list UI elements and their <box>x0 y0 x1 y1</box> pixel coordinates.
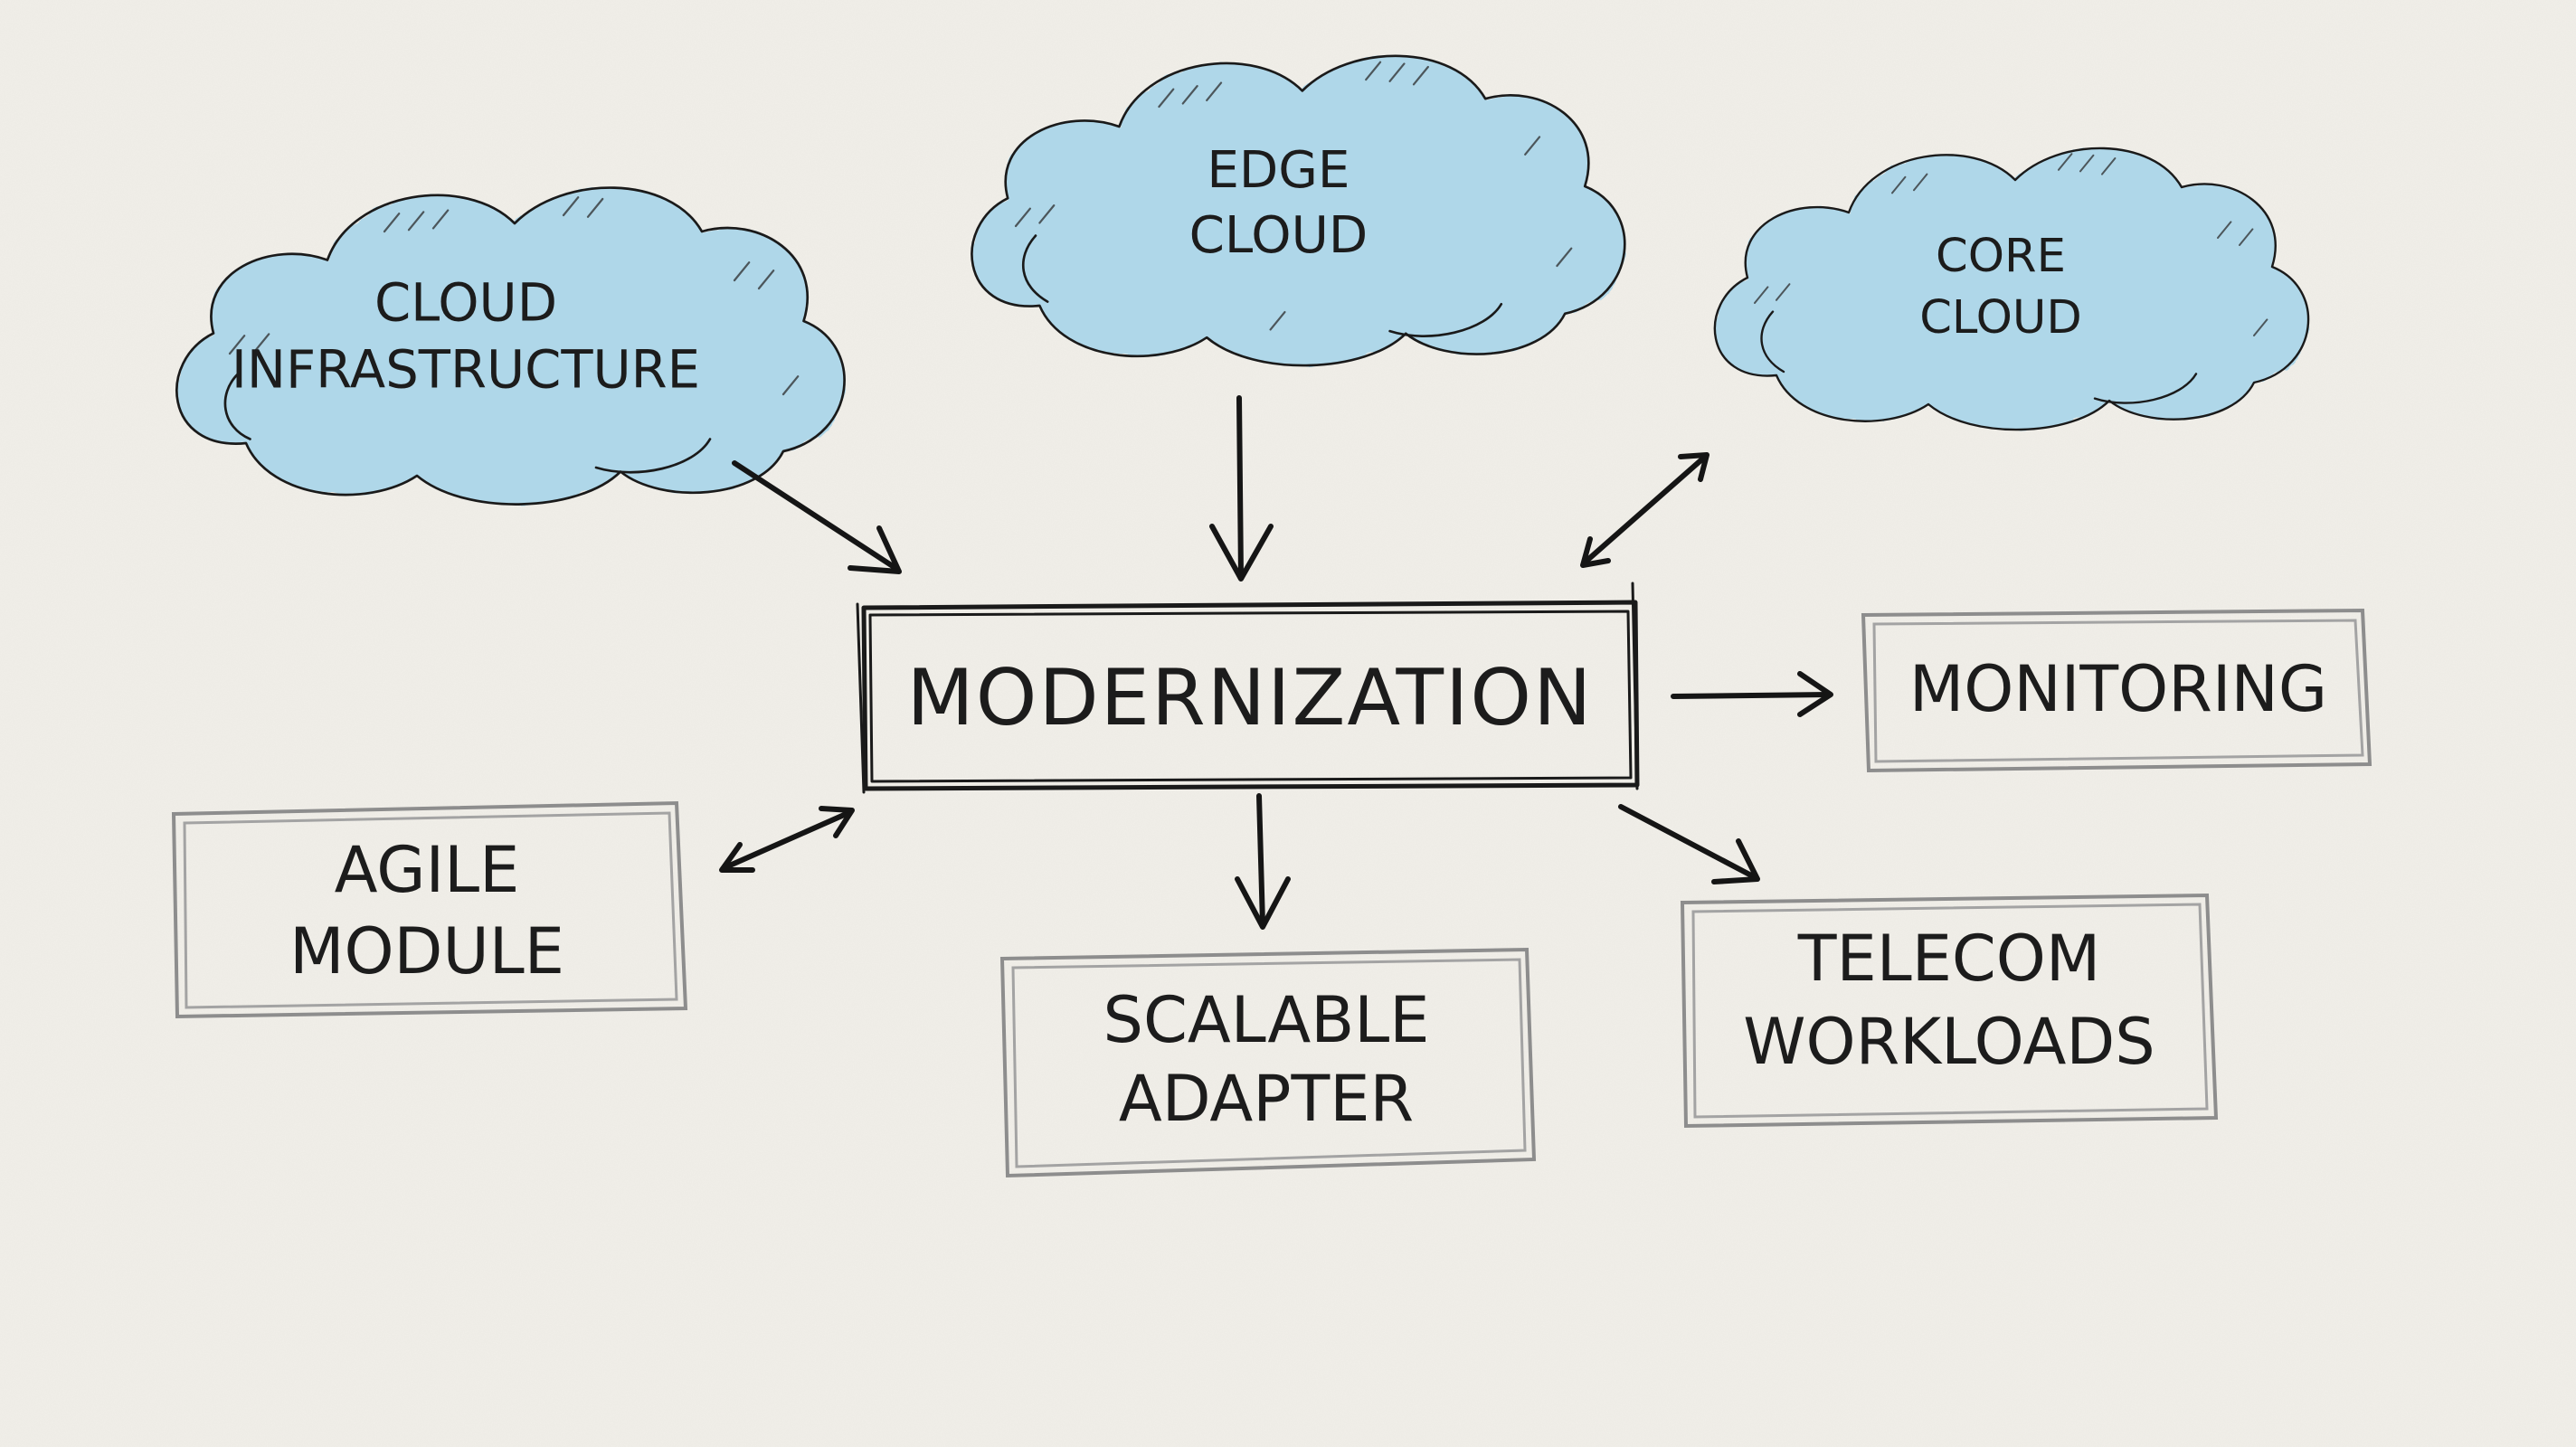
connectors <box>719 395 1833 930</box>
agile-module-node: AGILE MODULE <box>171 800 688 1019</box>
agile-module-box-outline <box>171 800 688 1019</box>
edge-cloud-hatching <box>1014 61 1573 331</box>
arrow-cloud-infrastructure-to-modernization <box>732 460 902 574</box>
modernization-box-edge-stroke-2 <box>1631 582 1639 790</box>
edge-cloud-inner-curve-2 <box>1388 302 1503 337</box>
modernization-box-inner-outline <box>868 610 1633 783</box>
arrow-modernization-to-monitoring <box>1671 671 1833 717</box>
modernization-label: MODERNIZATION <box>907 653 1594 743</box>
scalable-adapter-label-line-1: SCALABLE <box>1103 983 1430 1057</box>
cloud-infrastructure-inner-curve <box>223 373 251 440</box>
telecom-workloads-box-inner-outline <box>1691 903 2209 1119</box>
agile-module-label-line-1: AGILE <box>335 833 520 907</box>
edge-cloud-node: EDGE CLOUD <box>971 54 1626 367</box>
cloud-infrastructure-label-line-1: CLOUD <box>374 273 557 334</box>
core-cloud-inner-curve-2 <box>2093 373 2198 404</box>
telecom-workloads-label-line-2: WORKLOADS <box>1743 1005 2155 1079</box>
edge-cloud-inner-curve <box>1021 234 1049 303</box>
scalable-adapter-box-outline <box>999 947 1537 1178</box>
modernization-box-edge-stroke <box>856 602 866 794</box>
arrow-core-cloud-modernization-bidirectional <box>1580 452 1709 568</box>
monitoring-label: MONITORING <box>1909 652 2327 726</box>
cloud-infrastructure-label-line-2: INFRASTRUCTURE <box>232 340 700 401</box>
core-cloud-label-line-1: CORE <box>1936 229 2066 283</box>
cloud-infrastructure-hatching <box>228 196 800 396</box>
agile-module-label-line-2: MODULE <box>289 914 564 988</box>
cloud-infrastructure-node: CLOUD INFRASTRUCTURE <box>175 186 846 506</box>
telecom-workloads-node: TELECOM WORKLOADS <box>1680 893 2219 1129</box>
telecom-workloads-box-outline <box>1680 893 2219 1129</box>
monitoring-box-inner-outline <box>1872 619 2364 763</box>
edge-cloud-label-line-2: CLOUD <box>1189 206 1368 265</box>
arrow-modernization-agile-module-bidirectional <box>719 806 855 873</box>
arrow-modernization-to-telecom-workloads <box>1618 804 1760 884</box>
cloud-infrastructure-inner-curve-2 <box>594 438 712 474</box>
core-cloud-hatching <box>1754 153 2268 337</box>
arrow-edge-cloud-to-modernization <box>1209 395 1274 582</box>
core-cloud-inner-curve <box>1760 310 1785 374</box>
modernization-node: MODERNIZATION <box>856 582 1640 794</box>
scalable-adapter-box-inner-outline <box>1011 958 1527 1168</box>
core-cloud-label-line-2: CLOUD <box>1919 290 2082 345</box>
agile-module-box-inner-outline <box>183 811 678 1009</box>
scalable-adapter-label-line-2: ADAPTER <box>1119 1062 1414 1136</box>
edge-cloud-label-line-1: EDGE <box>1207 141 1350 200</box>
arrow-modernization-to-scalable-adapter <box>1235 793 1291 930</box>
core-cloud-node: CORE CLOUD <box>1713 147 2310 431</box>
scalable-adapter-node: SCALABLE ADAPTER <box>999 947 1537 1178</box>
monitoring-box-outline <box>1861 608 2372 773</box>
monitoring-node: MONITORING <box>1861 608 2372 773</box>
telecom-workloads-label-line-1: TELECOM <box>1797 922 2101 996</box>
